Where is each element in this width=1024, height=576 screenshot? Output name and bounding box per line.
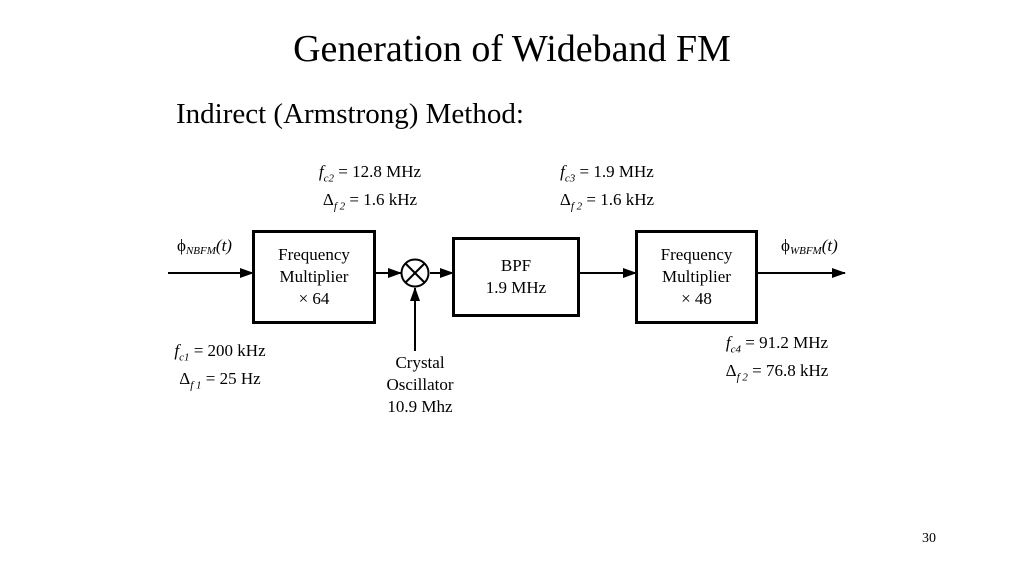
block-line: Multiplier [662, 267, 731, 286]
slide-subtitle: Indirect (Armstrong) Method: [176, 98, 524, 130]
crystal-oscillator-label: Crystal Oscillator 10.9 Mhz [386, 353, 454, 416]
mixer-symbol [400, 258, 430, 288]
page-number: 30 [922, 531, 936, 546]
stage2-annotation: fc2 = 12.8 MHz Δf 2 = 1.6 kHz [318, 162, 422, 213]
block-line: BPF [500, 256, 532, 275]
bpf-block: BPF 1.9 MHz [452, 237, 580, 317]
block-line: Frequency [660, 245, 733, 264]
block-line: × 48 [681, 289, 712, 308]
slide-title: Generation of Wideband FM [293, 28, 731, 70]
block-line: Multiplier [279, 267, 349, 286]
input-signal-label: ϕNBFM(t) [177, 236, 232, 257]
frequency-multiplier-48-block: Frequency Multiplier × 48 [635, 230, 758, 324]
stage1-annotation: fc1 = 200 kHz Δf 1 = 25 Hz [174, 341, 266, 392]
stage3-annotation: fc3 = 1.9 MHz Δf 2 = 1.6 kHz [559, 162, 655, 213]
frequency-multiplier-64-block: Frequency Multiplier × 64 [252, 230, 376, 324]
output-signal-label: ϕWBFM(t) [781, 236, 838, 257]
block-line: Frequency [278, 245, 350, 264]
block-line: 1.9 MHz [485, 278, 547, 297]
stage4-annotation: fc4 = 91.2 MHz Δf 2 = 76.8 kHz [725, 333, 829, 384]
block-line: × 64 [298, 289, 330, 308]
